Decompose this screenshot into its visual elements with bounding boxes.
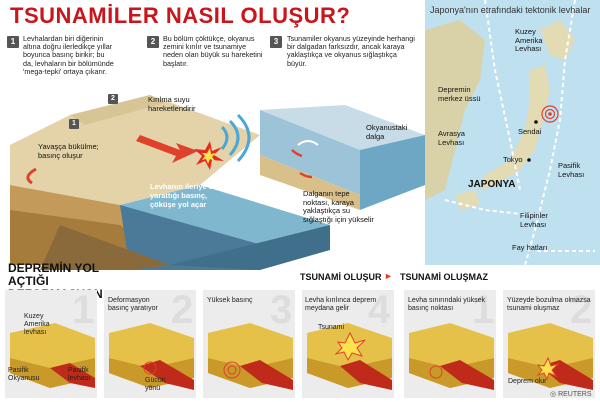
panel-1-label-kuzey: Kuzey Amerika levhası xyxy=(24,313,50,336)
step-text-2: Bu bölüm çöktükçe, okyanus zemini kırılı… xyxy=(163,34,263,68)
map-label-epicenter: Depremin merkez üssü xyxy=(438,85,481,103)
push-label: Levhanın ileriye doğru yarattığı basınç,… xyxy=(150,182,231,209)
panel-number-6: 2 xyxy=(570,288,593,332)
map-label-pasifik: Pasifik Levhası xyxy=(558,161,585,179)
step-text-3: Tsunamiler okyanus yüzeyinde herhangi bi… xyxy=(287,34,415,68)
map-label-tokyo: Tokyo xyxy=(503,155,523,164)
panel-3-label-force: Gücün yönü xyxy=(145,377,166,392)
panel-4-label-tsunami: Tsunami xyxy=(318,324,345,331)
tsunami-formation-diagram xyxy=(10,95,425,270)
map-label-fay: Fay hatları xyxy=(512,243,548,252)
panel-5-caption: Levha sınırındaki yüksek basınç noktası xyxy=(408,297,486,312)
arrow-right-icon: ► xyxy=(384,271,393,281)
step-number-1: 1 xyxy=(7,36,19,48)
fracture-label: Kırılma suyu hareketlendirir xyxy=(148,95,196,113)
step-number-2: 2 xyxy=(147,36,159,48)
panel-number-3: 3 xyxy=(270,288,293,332)
panel-1-label-okyanus: Pasifik Okyanusu xyxy=(8,367,40,382)
step-text-1: Levhalardan biri diğerinin altına doğru … xyxy=(23,34,114,76)
panel-6-label-quake: Deprem olur xyxy=(508,378,547,385)
ocean-wave-label: Okyanustaki dalga xyxy=(366,123,408,141)
bending-label: Yavaşça bükülme; basınç oluşur xyxy=(38,142,99,160)
wave-crest-label: Dalganın tepe noktası, karaya yaklaştıkç… xyxy=(303,189,374,224)
panel-6-caption: Yüzeyde bozulma olmazsa tsunami oluşmaz xyxy=(507,297,591,312)
step-number-3: 3 xyxy=(270,36,282,48)
map-label-filipinler: Filipinler Levhası xyxy=(520,211,548,229)
page-title: TSUNAMİLER NASIL OLUŞUR? xyxy=(10,3,351,28)
credit-text: REUTERS xyxy=(558,391,592,398)
map-label-kuzey: Kuzey Amerika Levhası xyxy=(515,27,543,53)
panel-1-label-pasifik: Pasifik levhası xyxy=(68,367,91,382)
panel-number-2: 2 xyxy=(171,288,194,332)
reuters-logo: ◎ REUTERS xyxy=(550,391,592,398)
panel-number-1: 1 xyxy=(72,288,95,332)
deformation-panels xyxy=(5,290,595,398)
map-label-avrasya: Avrasya Levhası xyxy=(438,129,465,147)
map-title: Japonya'nın etrafındaki tektonik levhala… xyxy=(430,5,591,15)
panel-number-5: 1 xyxy=(472,288,495,332)
force-arrow xyxy=(136,135,198,163)
tsunami-occurs-label: TSUNAMİ OLUŞUR xyxy=(300,272,382,282)
map-label-sendai: Sendai xyxy=(518,127,542,136)
badge-2: 2 xyxy=(108,94,118,104)
map-label-japonya: JAPONYA xyxy=(468,179,516,190)
panel-2-caption: Deformasyon basınç yaratıyor xyxy=(108,297,158,312)
japan-tectonic-map xyxy=(425,0,600,265)
panel-4-caption: Levha kırılınca deprem meydana gelir xyxy=(305,297,377,312)
panel-number-4: 4 xyxy=(368,288,391,332)
tsunami-not-occurs-label: TSUNAMİ OLUŞMAZ xyxy=(400,272,488,282)
panel-3-caption: Yüksek basınç xyxy=(207,297,253,304)
badge-1: 1 xyxy=(69,119,79,129)
